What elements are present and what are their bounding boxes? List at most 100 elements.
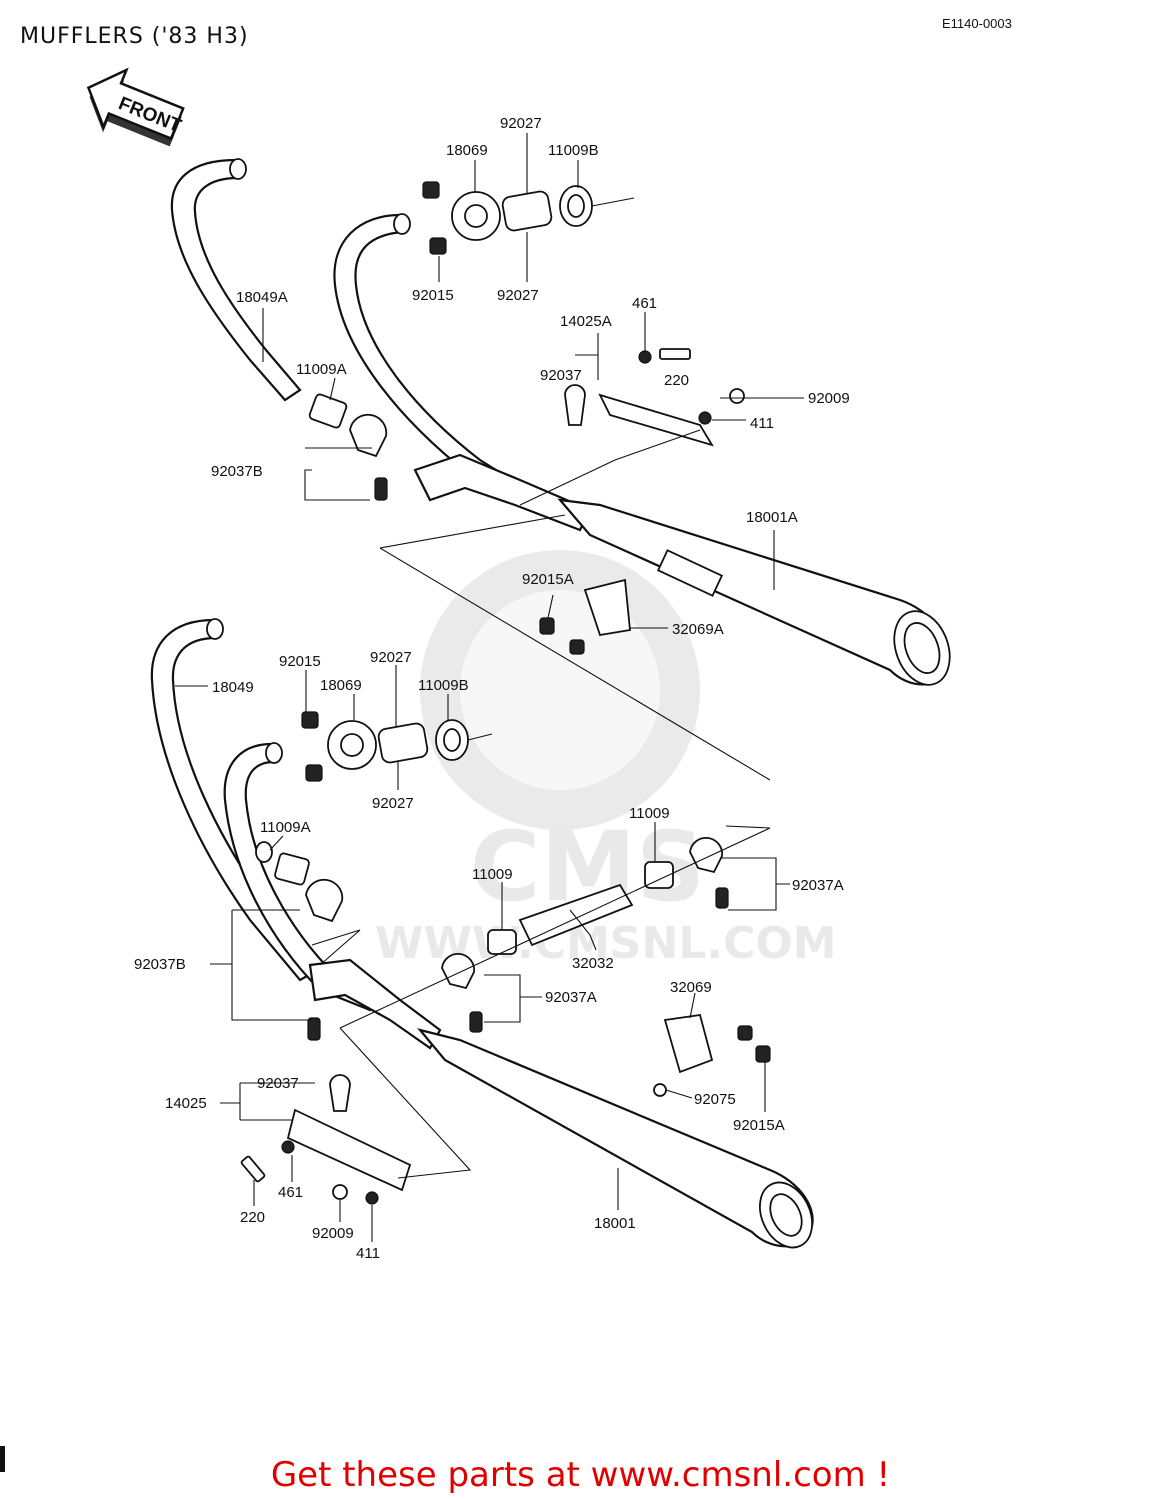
- label-92037b: 92037B: [134, 956, 186, 973]
- label-11009b: 11009B: [548, 142, 599, 159]
- label-11009b: 11009B: [418, 677, 469, 694]
- label-411: 411: [356, 1245, 380, 1262]
- label-32069: 32069: [670, 979, 712, 996]
- balance-pipe-32032-icon: [518, 883, 634, 947]
- label-92015a: 92015A: [733, 1117, 785, 1134]
- exhaust-pipe-18049: [150, 618, 320, 982]
- washer-461-icon: [638, 350, 652, 364]
- nut-icon: [422, 181, 440, 199]
- label-92009: 92009: [312, 1225, 354, 1242]
- clamp-92037b-icon: [305, 878, 344, 923]
- bolt-icon: [374, 477, 388, 501]
- bracket-32069-icon: [663, 1013, 714, 1074]
- label-92027: 92027: [500, 115, 542, 132]
- bolt-220-icon: [659, 348, 691, 360]
- label-11009a: 11009A: [296, 361, 347, 378]
- nut-icon: [737, 1025, 753, 1041]
- bracket-tab: [656, 549, 724, 597]
- front-arrow-icon: FRONT: [86, 67, 185, 147]
- gasket-hole: [443, 728, 461, 752]
- bolt-icon: [469, 1011, 483, 1033]
- pipe-end: [229, 158, 247, 180]
- nut-92015-icon: [301, 711, 319, 729]
- exhaust-pipe-right: [333, 213, 530, 507]
- gasket-11009-icon: [487, 929, 517, 955]
- diagram-code: E1140-0003: [942, 16, 1012, 31]
- bolt-92009-icon: [332, 1184, 348, 1200]
- nut-icon: [305, 764, 323, 782]
- label-92037a-mid: 92037A: [545, 989, 597, 1006]
- leader-lines: [175, 665, 790, 1242]
- clamp-92037a-icon: [441, 953, 475, 990]
- lower-muffler-assembly: 92015 92027 18049 18069 11009B 92027 110…: [134, 618, 844, 1262]
- bolt-92009-icon: [729, 388, 745, 404]
- clamp-92037b-icon: [349, 413, 388, 458]
- bolt-icon: [715, 887, 729, 909]
- edge-mark: [0, 1446, 5, 1472]
- exploded-parts-diagram: CMS WWW.CMSNL.COM FRONT: [86, 67, 951, 1262]
- label-14025a: 14025A: [560, 313, 612, 330]
- clamp-92037a-icon: [689, 837, 723, 874]
- gasket-11009a-icon: [308, 393, 348, 429]
- muffler-outlet-inner: [903, 622, 941, 674]
- collar-92027-icon: [377, 722, 429, 764]
- label-14025: 14025: [165, 1095, 207, 1112]
- label-18069: 18069: [446, 142, 488, 159]
- label-11009-mid: 11009: [472, 866, 513, 883]
- nut-92015-icon: [429, 237, 447, 255]
- label-92037b: 92037B: [211, 463, 263, 480]
- label-11009a: 11009A: [260, 819, 311, 836]
- washer-461-icon: [281, 1140, 295, 1154]
- pipe-end: [265, 742, 283, 764]
- upper-muffler-assembly: 92027 18069 11009B 92015 92027 18049A 11…: [170, 115, 951, 781]
- washer-411-icon: [365, 1191, 379, 1205]
- stud-line: [591, 197, 635, 207]
- gasket-11009-icon: [644, 861, 674, 889]
- label-461: 461: [632, 295, 657, 312]
- nut-92015a-icon: [539, 617, 555, 635]
- label-411: 411: [750, 415, 774, 432]
- bracket-14025a-icon: [598, 393, 714, 447]
- muffler-outlet-inner: [769, 1193, 803, 1237]
- label-18001a: 18001A: [746, 509, 798, 526]
- bracket-32069a-icon: [583, 578, 631, 637]
- pipe-end: [255, 841, 273, 863]
- label-92037: 92037: [540, 367, 582, 384]
- label-461: 461: [278, 1184, 303, 1201]
- label-18049a: 18049A: [236, 289, 288, 306]
- watermark: CMS WWW.CMSNL.COM: [375, 550, 837, 969]
- label-92027-lower: 92027: [497, 287, 539, 304]
- bracket-14025-icon: [286, 1108, 412, 1192]
- label-18069: 18069: [320, 677, 362, 694]
- page-title: MUFFLERS ('83 H3): [20, 24, 249, 49]
- clamp-92037-icon: [329, 1074, 351, 1112]
- clamp-92037-icon: [564, 384, 586, 426]
- label-92037a-right: 92037A: [792, 877, 844, 894]
- flange-hole: [340, 733, 364, 757]
- footer-link[interactable]: Get these parts at www.cmsnl.com !: [270, 1455, 891, 1495]
- muffler-18001: [416, 1028, 814, 1248]
- label-92015: 92015: [279, 653, 321, 670]
- label-18049: 18049: [212, 679, 254, 696]
- bolt-92075-icon: [653, 1083, 667, 1097]
- gasket-11009a-icon: [274, 852, 310, 886]
- pipe-end: [206, 618, 224, 640]
- label-32032: 32032: [572, 955, 614, 972]
- bolt-220-icon: [240, 1155, 266, 1183]
- label-92075: 92075: [694, 1091, 736, 1108]
- label-220: 220: [664, 372, 689, 389]
- stud-line: [467, 733, 493, 741]
- label-11009-right: 11009: [629, 805, 670, 822]
- exhaust-pipe-18049a: [170, 158, 302, 402]
- label-32069a: 32069A: [672, 621, 724, 638]
- label-220: 220: [240, 1209, 265, 1226]
- label-92037: 92037: [257, 1075, 299, 1092]
- pipe-end: [393, 213, 411, 235]
- gasket-hole: [567, 194, 585, 218]
- label-18001: 18001: [594, 1215, 636, 1232]
- washer-411-icon: [698, 411, 712, 425]
- label-92027: 92027: [370, 649, 412, 666]
- leader-lines: [262, 133, 804, 781]
- label-92009: 92009: [808, 390, 850, 407]
- label-92027-lower: 92027: [372, 795, 414, 812]
